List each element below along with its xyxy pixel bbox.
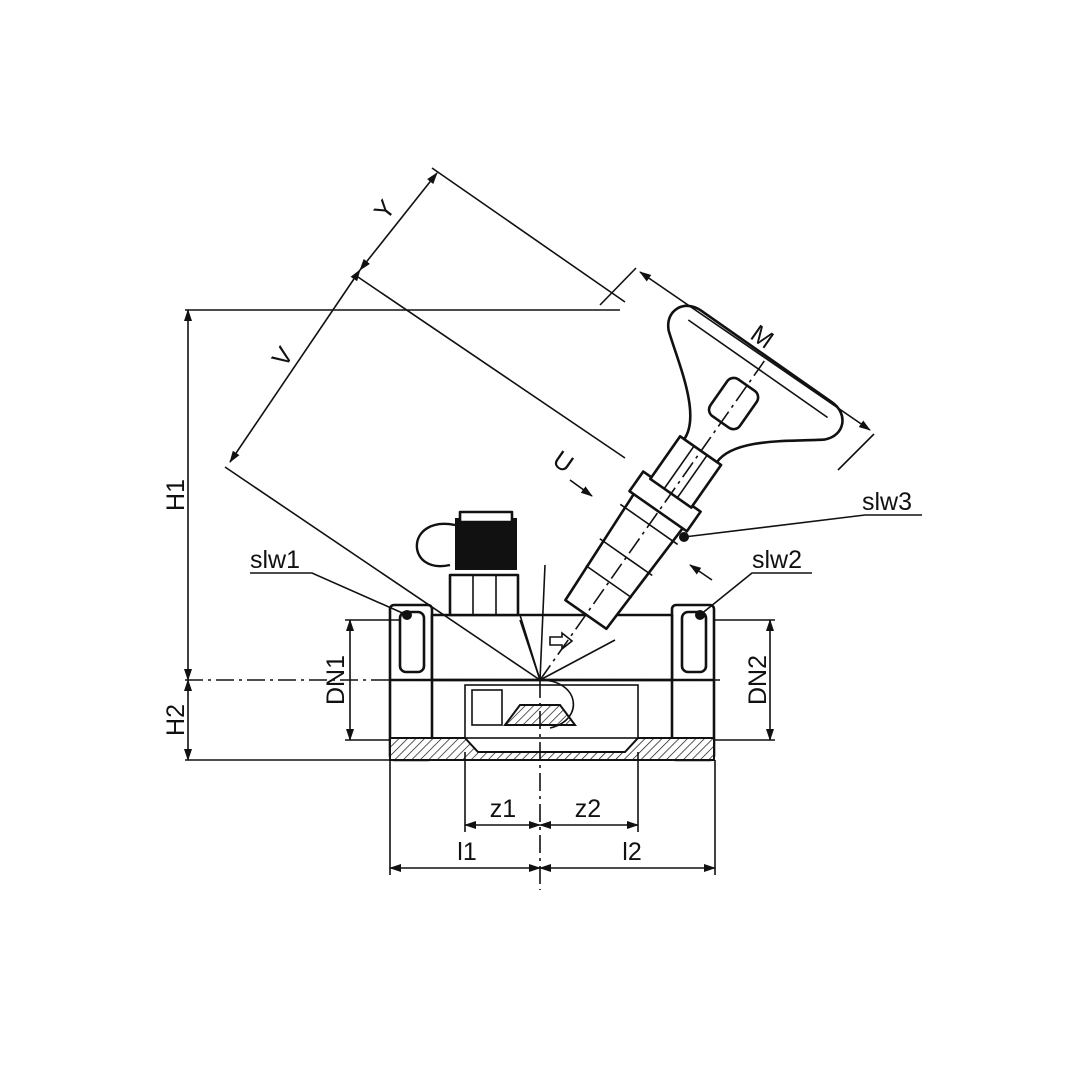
callout-slw2: slw2 [752,546,802,574]
dim-label-dn2: DN2 [744,655,772,705]
callout-slw1: slw1 [250,546,300,574]
dim-label-z2: z2 [575,795,601,823]
dimension-lines [184,172,871,872]
dim-label-l1: l1 [457,838,476,866]
callout-leaders [250,514,922,620]
dim-label-l2: l2 [622,838,641,866]
dim-label-h1: H1 [162,479,190,511]
dim-label-h2: H2 [162,704,190,736]
dim-label-u: U [548,445,579,478]
dim-label-dn1: DN1 [322,655,350,705]
valve-body [388,304,844,762]
callout-slw3: slw3 [862,488,912,516]
dim-label-z1: z1 [490,795,516,823]
extension-lines [185,167,875,875]
dim-label-y: Y [369,195,402,226]
